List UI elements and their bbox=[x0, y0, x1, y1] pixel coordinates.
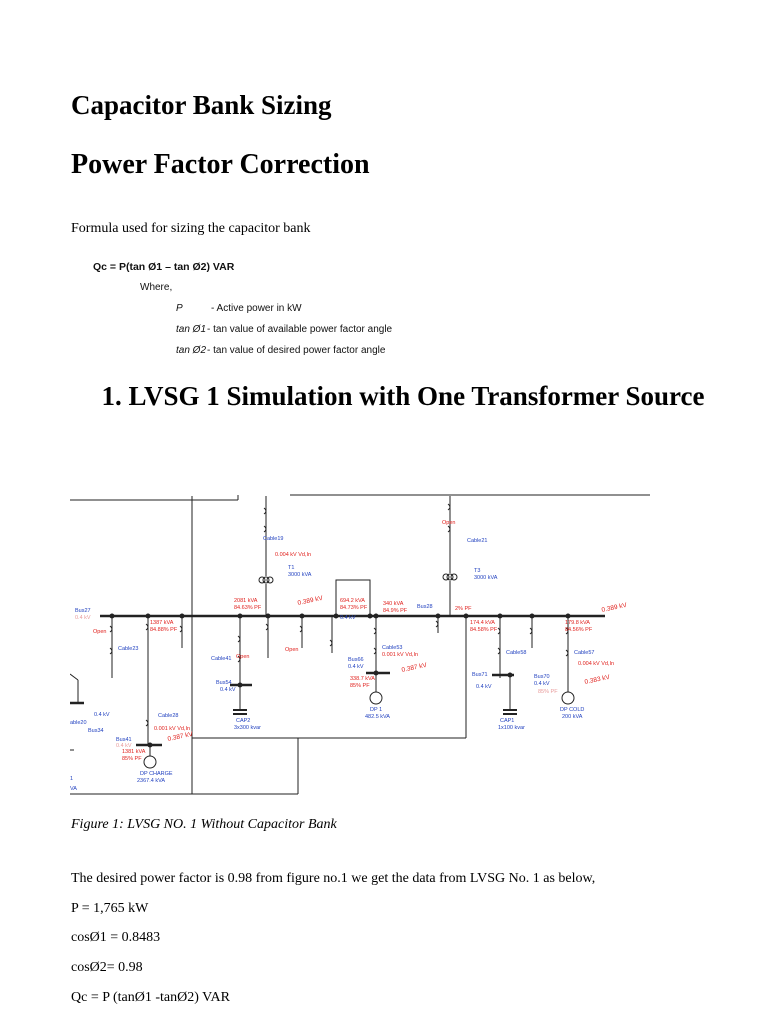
single-line-diagram: Open Cable19 0.004 kV Vd,In T1 3000 kVA … bbox=[70, 494, 650, 795]
label-far-kva: 179.8 kVA bbox=[565, 620, 590, 626]
formula-def-sym-2: tan Ø1 bbox=[176, 324, 207, 335]
figure-caption: Figure 1: LVSG NO. 1 Without Capacitor B… bbox=[71, 817, 337, 832]
label-cable41: Cable41 bbox=[211, 656, 232, 662]
label-dpcharge: DP CHARGE bbox=[140, 771, 173, 777]
formula-def-sym-1: P bbox=[176, 303, 183, 314]
label-cable53: Cable53 bbox=[382, 645, 403, 651]
label-rr-kva: 174.4 kVA bbox=[470, 620, 495, 626]
label-dpcold-kva: 200 kVA bbox=[562, 714, 583, 720]
label-cable57: Cable57 bbox=[574, 650, 595, 656]
paragraph-desired-pf: The desired power factor is 0.98 from fi… bbox=[71, 871, 596, 886]
paragraph-p: P = 1,765 kW bbox=[71, 901, 149, 916]
label-dp1: DP 1 bbox=[370, 707, 382, 713]
label-cable23: Cable23 bbox=[118, 646, 139, 652]
label-bus70-kv: 0.4 kV bbox=[534, 681, 550, 687]
label-mid-pf: 84.63% PF bbox=[234, 605, 262, 611]
label-cable53-kv: 0.387 kV bbox=[401, 662, 428, 674]
label-far-pf: 84.56% PF bbox=[565, 627, 593, 633]
label-cable19-v: 0.004 kV Vd,In bbox=[275, 552, 311, 558]
label-r-pf2: 2% PF bbox=[455, 606, 472, 612]
label-b41-pf: 85% PF bbox=[122, 756, 142, 762]
label-cable28-kv: 0.387 kV bbox=[167, 731, 194, 743]
label-left-kva: 1387 kVA bbox=[150, 620, 174, 626]
label-b41-kva: 1381 kVA bbox=[122, 749, 146, 755]
label-r-kva: 340 kVA bbox=[383, 601, 404, 607]
label-t1-kva: 3000 kVA bbox=[288, 572, 312, 578]
label-bus54: Bus54 bbox=[216, 680, 232, 686]
label-b66-kva: 338.7 kVA bbox=[350, 676, 375, 682]
label-cable57-kv: 0.383 kV bbox=[584, 674, 611, 686]
section-heading: 1. LVSG 1 Simulation with One Transforme… bbox=[101, 381, 705, 411]
label-cable58: Cable58 bbox=[506, 650, 527, 656]
paragraph-qc: Qc = P (tanØ1 -tanØ2) VAR bbox=[71, 990, 230, 1005]
label-bus70-pf: 85% PF bbox=[538, 689, 558, 695]
label-bus71: Bus71 bbox=[472, 672, 488, 678]
label-b66-pf: 85% PF bbox=[350, 683, 370, 689]
label-cable57-v: 0.004 kV Vd,In bbox=[578, 661, 614, 667]
formula-def-desc-1: - Active power in kW bbox=[211, 303, 302, 314]
formula-where: Where, bbox=[140, 282, 173, 293]
label-bus66: Bus66 bbox=[348, 657, 364, 663]
label-va: VA bbox=[70, 786, 77, 792]
label-cable20: able20 bbox=[70, 720, 87, 726]
label-c-kva: 694.2 kVA bbox=[340, 598, 365, 604]
label-left-kv: 0.4 kV bbox=[94, 712, 110, 718]
label-bus41: Bus41 bbox=[116, 737, 132, 743]
label-bus66-kv: 0.4 kV bbox=[348, 664, 364, 670]
label-cap2-kvar: 3x300 kvar bbox=[234, 725, 261, 731]
page-title: Capacitor Bank Sizing bbox=[71, 90, 332, 120]
label-cable28-v: 0.001 kV Vd,In bbox=[154, 726, 190, 732]
label-one: 1 bbox=[70, 776, 73, 782]
label-c-kv: 0.4 kV bbox=[340, 615, 356, 621]
label-dpcharge-kva: 2367.4 kVA bbox=[137, 778, 165, 784]
label-bus70: Bus70 bbox=[534, 674, 550, 680]
label-cap1: CAP1 bbox=[500, 718, 514, 724]
formula-image: Qc = P(tan Ø1 – tan Ø2) VAR Where, P - A… bbox=[90, 258, 430, 368]
paragraph-cos1: cosØ1 = 0.8483 bbox=[71, 930, 161, 945]
label-bus28: Bus28 bbox=[417, 604, 433, 610]
label-cable21: Cable21 bbox=[467, 538, 488, 544]
label-bus54-kv: 0.4 kV bbox=[220, 687, 236, 693]
label-c-pf: 84.73% PF bbox=[340, 605, 368, 611]
label-cable19: Cable19 bbox=[263, 536, 284, 542]
label-t3-kva: 3000 kVA bbox=[474, 575, 498, 581]
formula-def-desc-3: - tan value of desired power factor angl… bbox=[207, 345, 386, 356]
paragraph-cos2: cosØ2= 0.98 bbox=[71, 960, 143, 975]
label-mid-kva: 2081 kVA bbox=[234, 598, 258, 604]
label-open-left: Open bbox=[93, 629, 106, 635]
formula-def-desc-2: - tan value of available power factor an… bbox=[207, 324, 393, 335]
label-r-pf: 84.9% PF bbox=[383, 608, 408, 614]
label-bus71-kv: 0.4 kV bbox=[476, 684, 492, 690]
label-bus34: Bus34 bbox=[88, 728, 104, 734]
label-dp1-kva: 482.5 kVA bbox=[365, 714, 390, 720]
label-far-kv: 0.389 kV bbox=[601, 602, 628, 614]
intro-text: Formula used for sizing the capacitor ba… bbox=[71, 221, 311, 236]
label-cap2: CAP2 bbox=[236, 718, 250, 724]
label-bus27: Bus27 bbox=[75, 608, 91, 614]
formula-main: Qc = P(tan Ø1 – tan Ø2) VAR bbox=[93, 261, 235, 273]
label-dpcold: DP COLD bbox=[560, 707, 584, 713]
label-open-c41: Open bbox=[236, 654, 249, 660]
page-subtitle: Power Factor Correction bbox=[71, 149, 370, 180]
label-left-pf: 84.88% PF bbox=[150, 627, 178, 633]
label-open-mid: Open bbox=[285, 647, 298, 653]
label-cap1-kvar: 1x100 kvar bbox=[498, 725, 525, 731]
label-rr-pf: 84.58% PF bbox=[470, 627, 498, 633]
formula-def-sym-3: tan Ø2 bbox=[176, 345, 207, 356]
label-t3: T3 bbox=[474, 568, 480, 574]
label-cable53-v: 0.001 kV Vd,In bbox=[382, 652, 418, 658]
label-bus41-kv: 0.4 kV bbox=[116, 743, 132, 749]
label-bus27-kv: 0.4 kV bbox=[75, 615, 91, 621]
label-mid-kv: 0.389 kV bbox=[297, 595, 324, 607]
label-cable28: Cable28 bbox=[158, 713, 179, 719]
label-open-top: Open bbox=[442, 520, 455, 526]
label-t1: T1 bbox=[288, 565, 294, 571]
